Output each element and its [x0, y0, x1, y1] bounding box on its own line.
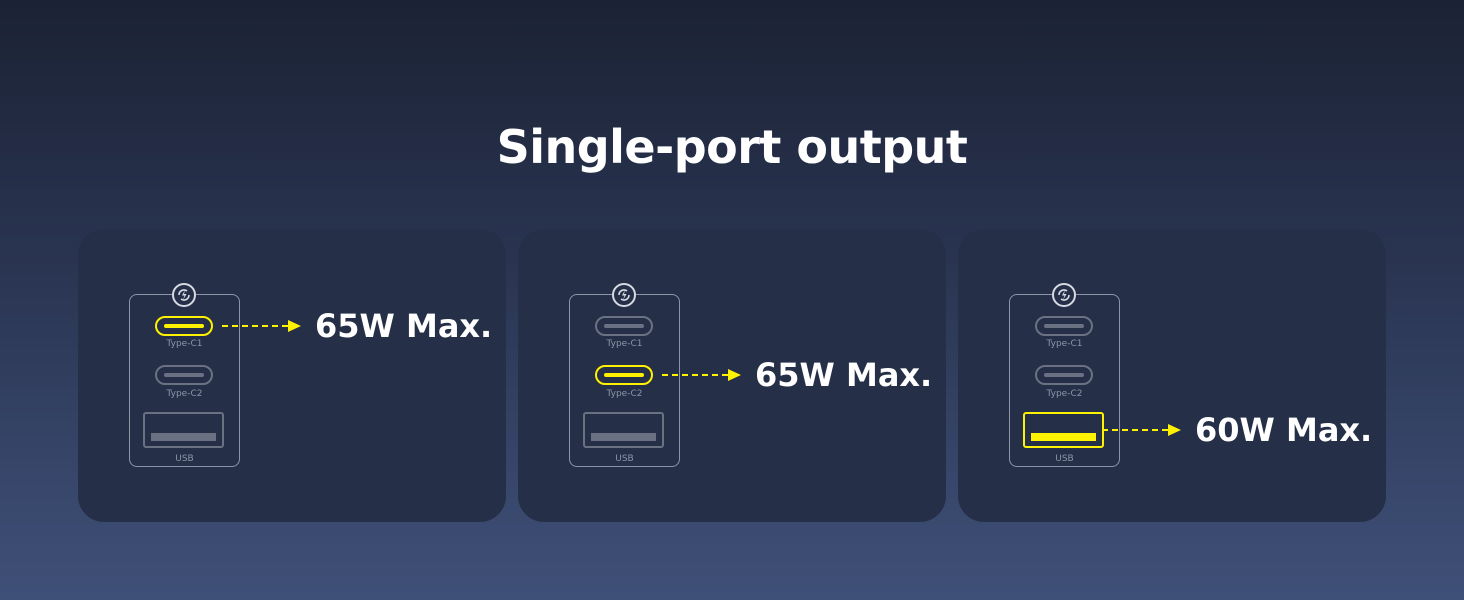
type-c2-label: Type-C2 [606, 389, 643, 399]
brand-logo-icon [1052, 283, 1076, 307]
usb-label: USB [615, 454, 634, 464]
type-c2-label: Type-C2 [1046, 389, 1083, 399]
panel-usb: Type-C1 Type-C2 USB 60W Max. [958, 229, 1386, 522]
charger-port-diagram: Type-C1 Type-C2 USB [129, 283, 240, 467]
charger-port-diagram: Type-C1 Type-C2 USB [1009, 283, 1120, 467]
page-title: Single-port output [496, 120, 968, 174]
panel-type-c2: Type-C1 Type-C2 USB 65W Max. [518, 229, 946, 522]
type-c1-label: Type-C1 [166, 339, 203, 349]
usb-port [1023, 412, 1104, 448]
type-c2-label: Type-C2 [166, 389, 203, 399]
dashed-arrow-icon [662, 369, 741, 381]
type-c1-port [1035, 316, 1093, 336]
panel-type-c1: Type-C1 Type-C2 USB 65W Max. [78, 229, 506, 522]
charger-port-diagram: Type-C1 Type-C2 USB [569, 283, 680, 467]
brand-logo-icon [612, 283, 636, 307]
dashed-arrow-icon [1102, 424, 1181, 436]
usb-port [583, 412, 664, 448]
type-c2-port [595, 365, 653, 385]
power-output-label: 65W Max. [315, 307, 493, 345]
type-c1-port [595, 316, 653, 336]
type-c1-label: Type-C1 [1046, 339, 1083, 349]
usb-label: USB [175, 454, 194, 464]
usb-label: USB [1055, 454, 1074, 464]
usb-port [143, 412, 224, 448]
power-output-label: 65W Max. [755, 356, 933, 394]
type-c2-port [1035, 365, 1093, 385]
power-output-label: 60W Max. [1195, 411, 1373, 449]
type-c2-port [155, 365, 213, 385]
panels-row: Type-C1 Type-C2 USB 65W Max. Type-C1 [78, 229, 1386, 522]
type-c1-port [155, 316, 213, 336]
dashed-arrow-icon [222, 320, 301, 332]
type-c1-label: Type-C1 [606, 339, 643, 349]
brand-logo-icon [172, 283, 196, 307]
